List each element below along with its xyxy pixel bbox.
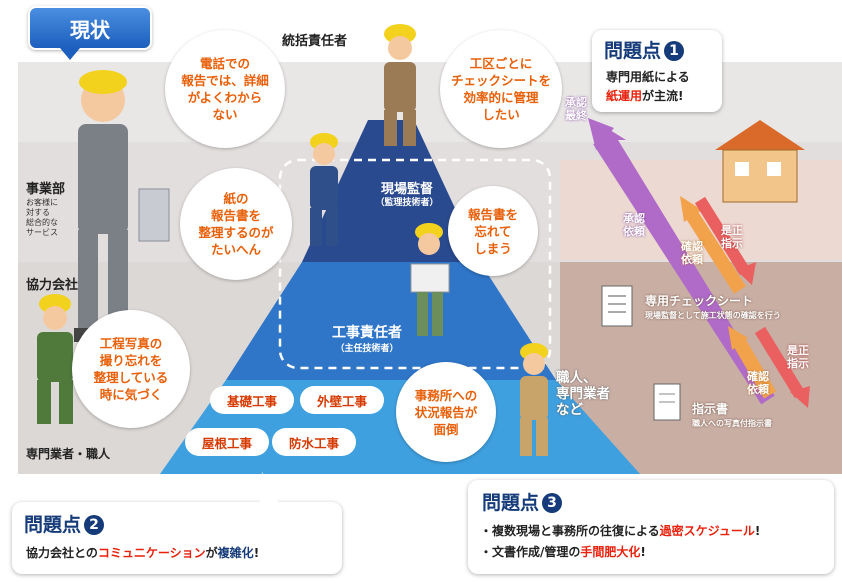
role-work-label: 工事責任者 [332,325,402,341]
role-site-label: 現場監督 [380,182,433,197]
problem-3-l1-post: ! [754,524,761,538]
problem-2-label: 問題点 [24,514,82,536]
role-work-sub: （主任技術者） [335,344,399,354]
work-exterior: 外壁工事 [300,386,384,414]
problem-1-line2: が主流! [642,89,684,103]
problem-2-mid: が [205,546,218,560]
arrow-correction-2 [754,326,806,399]
checksheet-desc: 現場監督として施工状態の確認を行う [645,311,781,320]
arrow-confirm-1 [684,208,746,294]
arrow-label-approval-request: 承認 依頼 [623,212,645,238]
dashed-region [278,158,552,370]
house-icon [715,120,805,203]
status-tab: 現状 [28,6,152,50]
problem-2-num: 2 [84,515,105,535]
status-tab-pointer [60,48,80,60]
speech-process: 工程写真の 撮り忘れを 整理している 時に気づく [72,310,190,428]
building-icon [138,188,170,242]
problem-2-em2: 複雑化 [217,546,254,560]
speech-top: 工区ごとに チェックシートを 効率的に管理 したい [440,30,562,148]
work-roof: 屋根工事 [185,428,269,456]
problem-3-l2-em: 手間肥大化 [580,545,641,559]
problem-3-l2-post: ! [640,545,646,559]
arrow-label-confirm-2: 確認 依頼 [747,370,769,396]
problem-3-num: 3 [542,493,563,513]
partner-label: 協力会社 [26,278,79,293]
problem-3-l1-em: 過密スケジュール [659,524,755,538]
work-waterproof: 防水工事 [272,428,356,456]
business-sub: お客様に 対する 総合的な サービス [26,198,58,237]
work-manager-figure [410,223,450,336]
problem-3-l1-pre: ・複数現場と事務所の往復による [480,524,660,538]
business-person-figure [74,70,132,342]
problem-2-pointer [260,472,278,502]
role-craftsmen-label: 職人、 専門業者 など [556,370,610,418]
problem-1-emphasis: 紙運用 [606,89,643,103]
problem-2-post: ! [253,546,260,560]
arrow-confirm-2 [731,336,777,399]
problem-1-label: 問題点 [604,40,662,62]
top-manager-figure [384,24,416,146]
checksheet-title: 専用チェックシート [645,294,754,308]
site-supervisor-figure [310,133,338,246]
role-top-label: 統括責任者 [282,34,348,49]
arrow-label-approval-final: 承認 最終 [565,96,587,122]
problem-3-l2-pre: ・文書作成/管理の [480,545,581,559]
speech-paper: 紙の 報告書を 整理するのが たいへん [180,168,292,280]
checksheet-icon [601,285,633,327]
specialist-label: 専門業者・職人 [26,447,111,461]
instruction-title: 指示書 [692,402,729,416]
problem-1-line1: 専門用紙による [606,70,690,84]
arrow-correction-1 [694,196,751,276]
work-foundation: 基礎工事 [210,386,294,414]
problem-2-pre: 協力会社との [26,546,98,560]
arrow-label-correction-1: 是正 指示 [721,224,743,250]
arrow-label-correction-2: 是正 指示 [787,344,809,370]
speech-phone: 電話での 報告では、詳細 がよくわから ない [165,30,285,148]
speech-office: 事務所への 状況報告が 面倒 [396,362,496,462]
speech-forget: 報告書を 忘れて しまう [448,186,538,276]
problem-2-em1: コミュニケーション [97,546,206,560]
problem-1-num: 1 [664,41,685,61]
status-tab-label: 現状 [70,17,110,42]
instruction-desc: 職人への写真付指示書 [692,419,772,428]
business-label: 事業部 [26,182,66,197]
role-site-sub: （監理技術者） [375,198,439,208]
arrow-label-confirm-1: 確認 依頼 [681,240,703,266]
problem-3-label: 問題点 [482,492,540,514]
instruction-doc-icon [653,383,681,421]
pyramid-mid [226,262,556,380]
specialist-figure [520,343,548,456]
craftsman-figure [37,294,73,424]
